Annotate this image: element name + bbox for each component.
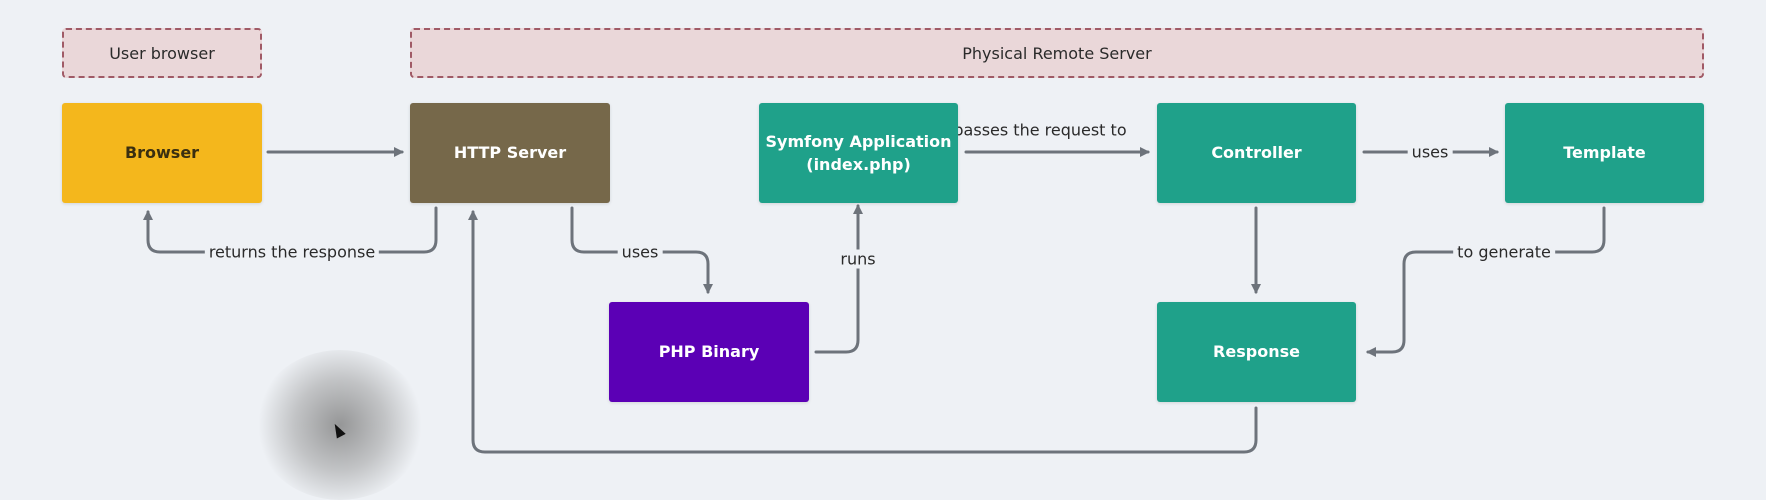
group-user-browser: User browser — [62, 28, 262, 78]
edge-label-passes-request: passes the request to — [949, 120, 1131, 140]
node-symfony-label: Symfony Application — [765, 131, 952, 151]
edge-template-generates-response — [1366, 206, 1606, 357]
node-http-server-label: HTTP Server — [453, 143, 567, 163]
node-template: Template — [1505, 103, 1704, 203]
cursor-highlight — [255, 350, 425, 500]
node-symfony-sublabel: (index.php) — [806, 155, 911, 174]
node-template-label: Template — [1563, 143, 1646, 163]
edge-php-runs-symfony — [814, 204, 863, 354]
edge-response-to-http — [468, 210, 1258, 454]
node-browser-label: Browser — [124, 143, 200, 163]
edge-label-uses-template: uses — [1407, 142, 1453, 162]
node-controller-label: Controller — [1211, 143, 1302, 163]
edge-label-returns-response: returns the response — [204, 242, 380, 262]
edge-label-runs: runs — [836, 249, 880, 269]
node-php-binary: PHP Binary — [609, 302, 809, 402]
node-php-binary-label: PHP Binary — [658, 342, 760, 362]
node-response-label: Response — [1213, 342, 1300, 362]
node-controller: Controller — [1157, 103, 1356, 203]
node-symfony-application: Symfony Application (index.php) — [759, 103, 958, 203]
group-user-browser-label: User browser — [109, 43, 215, 63]
node-response: Response — [1157, 302, 1356, 402]
edge-label-to-generate: to generate — [1453, 242, 1555, 262]
group-remote-server-label: Physical Remote Server — [962, 43, 1152, 63]
node-http-server: HTTP Server — [410, 103, 610, 203]
group-physical-remote-server: Physical Remote Server — [410, 28, 1704, 78]
edge-label-uses-php: uses — [617, 242, 663, 262]
node-browser: Browser — [62, 103, 262, 203]
